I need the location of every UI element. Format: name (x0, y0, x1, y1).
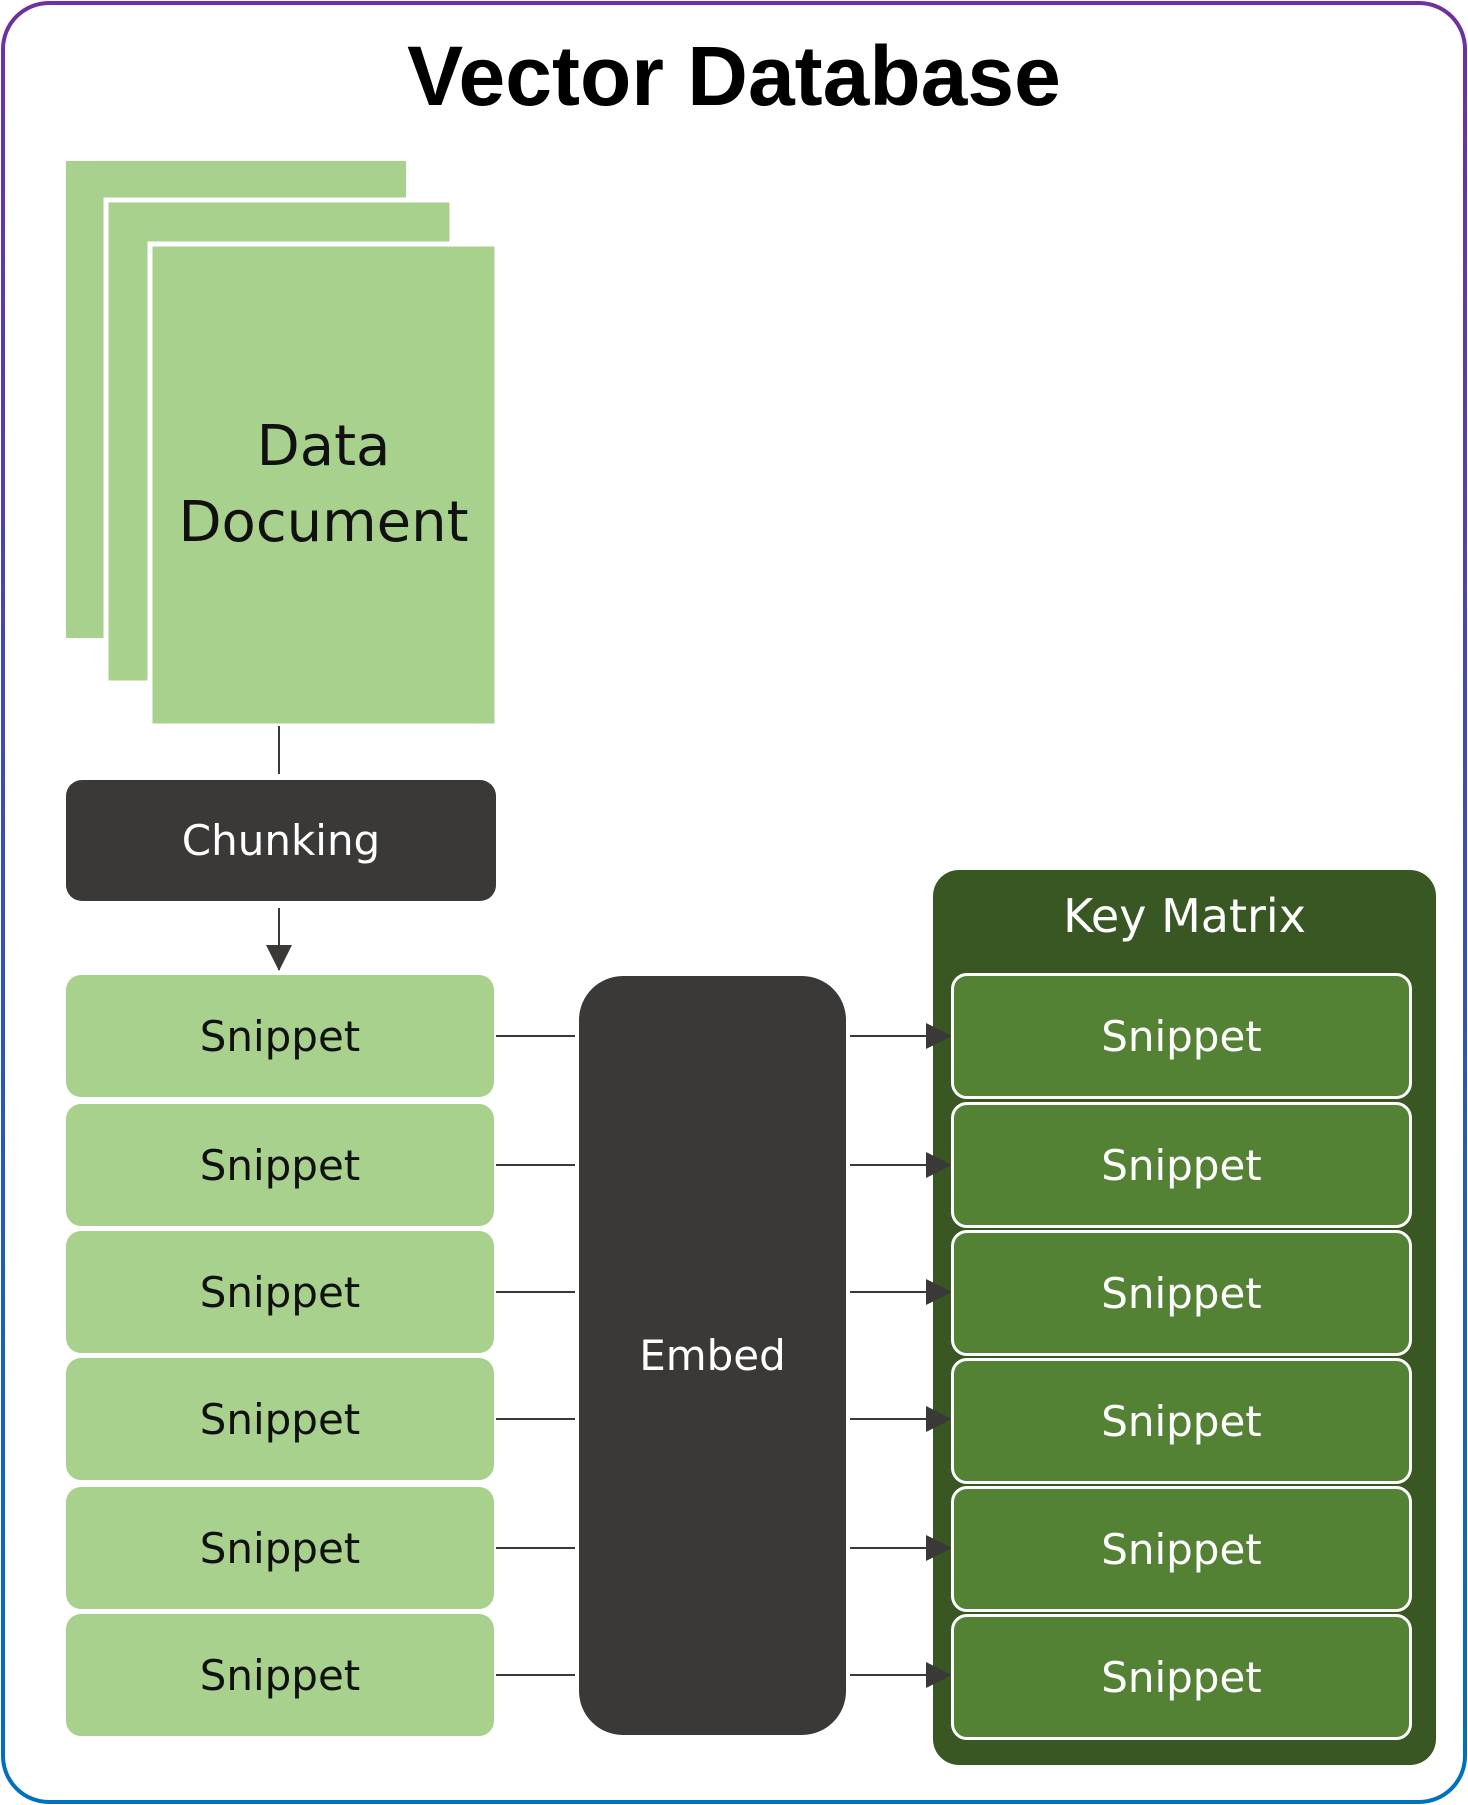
connectors (496, 1023, 952, 1688)
snippet-right-3: Snippet (951, 1230, 1412, 1356)
snippet-right-6: Snippet (951, 1614, 1412, 1740)
snippet-left-4: Snippet (66, 1358, 494, 1480)
page-title: Vector Database (407, 28, 1061, 123)
snippet-right-2: Snippet (951, 1102, 1412, 1228)
data-document-label: Data Document (178, 414, 469, 555)
snippet-left-1: Snippet (66, 975, 494, 1097)
snippet-right-4: Snippet (951, 1358, 1412, 1484)
snippet-left-3: Snippet (66, 1231, 494, 1353)
embed-box (579, 976, 846, 1735)
snippet-left-2: Snippet (66, 1104, 494, 1226)
document-page-front (147, 241, 500, 729)
chunking-box (66, 780, 496, 901)
key-matrix-label: Key Matrix (1063, 889, 1306, 943)
snippet-right-5: Snippet (951, 1486, 1412, 1612)
chunking-label: Chunking (181, 816, 381, 865)
embed-label: Embed (639, 1331, 786, 1380)
snippet-right-1: Snippet (951, 973, 1412, 1099)
snippet-left-5: Snippet (66, 1487, 494, 1609)
snippet-left-6: Snippet (66, 1614, 494, 1736)
